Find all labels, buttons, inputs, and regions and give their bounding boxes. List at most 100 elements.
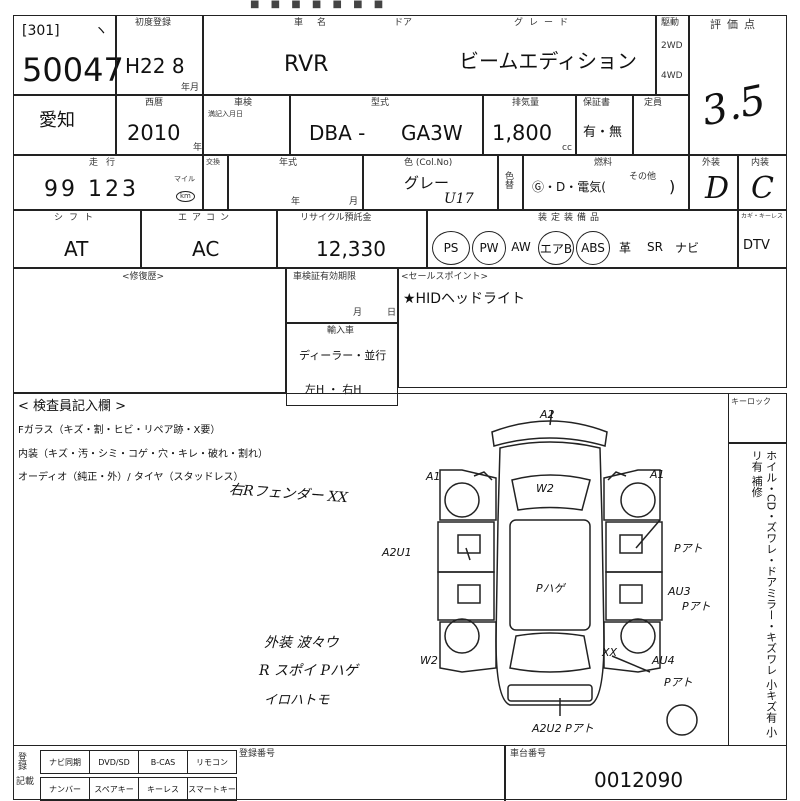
first-reg-label: 初度登録 [135, 18, 172, 28]
equipment-label: 装定装備品 [538, 213, 604, 223]
interior-label: 内装 [751, 158, 770, 168]
score-value: 3.5 [697, 76, 770, 136]
equipment-item: ABS [576, 231, 610, 265]
fuel-options: Ⓖ・D・電気( [532, 180, 606, 194]
recycle-label: リサイクル預託金 [300, 213, 372, 223]
import-label: 輸入車 [327, 326, 355, 336]
footer-item: キーレス [138, 777, 188, 801]
model-label: 型式 [371, 98, 390, 108]
handwritten-note-3: イロハトモ [264, 693, 330, 708]
footer-item: スペアキー [89, 777, 139, 801]
inspection-valid-box: 車検証有効期限 月 日 [286, 268, 398, 323]
year-value: 2010 [127, 121, 181, 145]
recycle-value: 12,330 [316, 237, 386, 261]
registration-date-box: 年式 年 月 [228, 155, 363, 210]
pref-value: 愛知 [39, 110, 75, 131]
mileage-box: 走行 99 123 マイル km [13, 155, 203, 210]
reuse-label: 年式 [279, 158, 298, 168]
sales-point-box: <セールスポイント> ★HIDヘッドライト [398, 268, 787, 388]
side-notes-box: ホイル・CD・ズワレ・ドアミラー・キズワレ 小キズ有 小リ有 補修 [728, 443, 787, 745]
keyless-label: カギ・キーレス [741, 213, 784, 220]
lot-box: [301] ヽ 50047 [13, 15, 124, 95]
lot-number: 50047 [22, 51, 124, 89]
inspector-line-3: オーディオ（純正・外）/ タイヤ（スタッドレス） [18, 472, 244, 483]
mileage-value: 99 123 [44, 177, 139, 202]
equipment-item: SR [647, 240, 663, 254]
ac-value: AC [192, 237, 220, 261]
inspection-valid-month: 月 [353, 308, 363, 318]
inspector-line-2: 内装（キズ・汚・シミ・コゲ・穴・キレ・破れ・割れ） [18, 449, 268, 460]
footer-item: DVD/SD [89, 750, 139, 774]
displacement-box: 排気量 1,800 cc [483, 95, 576, 155]
inspector-title: < 検査員記入欄 > [18, 399, 127, 414]
car-name-box: 車名 ドア グレード RVR ビームエディション [203, 15, 656, 95]
inspector-note: 右Rフェンダー XX [228, 481, 349, 507]
drive-4wd: 4WD [661, 71, 683, 81]
shift-value: AT [64, 237, 89, 261]
footer-label-1: 登録 [16, 752, 26, 770]
doors-label: ドア [394, 18, 413, 28]
registration-number-label: 登録番号 [239, 749, 276, 759]
reg-month: 月 [349, 197, 359, 207]
keyless-box: カギ・キーレス DTV [738, 210, 787, 268]
inspector-line-1: Fガラス（キズ・割・ヒビ・リペア跡・X要） [18, 425, 221, 436]
handwritten-note-2: R スポイ Pハゲ [259, 663, 358, 679]
displacement-label: 排気量 [512, 98, 540, 108]
model-prefix: DBA - [309, 121, 366, 145]
mileage-km: km [176, 191, 195, 202]
color-box: 色 (Col.No) グレー U17 [363, 155, 498, 210]
ac-box: エアコン AC [141, 210, 277, 268]
equipment-item: ナビ [674, 240, 699, 255]
reg-year: 年 [291, 197, 301, 207]
inspection-sub: 満記入月日 [208, 110, 243, 118]
mileage-mile: マイル [174, 175, 195, 183]
header-artifact: ■ ■ ■ ■ ■ ■ ■ [250, 0, 388, 10]
model-box: 型式 DBA - GA3W [290, 95, 483, 155]
drive-label: 駆動 [661, 18, 680, 28]
exterior-label: 外装 [702, 158, 721, 168]
equipment-item: PS [432, 231, 470, 265]
footer-divider [504, 746, 506, 801]
lot-tick: ヽ [94, 23, 108, 39]
footer-item: スマートキー [187, 777, 237, 801]
inspector-area: < 検査員記入欄 > Fガラス（キズ・割・ヒビ・リペア跡・X要） 内装（キズ・汚… [13, 393, 728, 745]
car-name-label: 車名 [294, 18, 341, 28]
equipment-item: PW [472, 231, 506, 265]
drive-2wd: 2WD [661, 41, 683, 51]
inspection-label: 車検 [234, 98, 253, 108]
sales-point-value: ★HIDヘッドライト [403, 291, 525, 307]
color-change-label: 色替 [503, 171, 513, 189]
color-change-box: 色替 [498, 155, 523, 210]
keylock-label: キーロック [731, 397, 771, 406]
interior-box: 内装 C [738, 155, 787, 210]
interior-value: C [751, 171, 774, 206]
drive-box: 駆動 2WD 4WD [656, 15, 689, 95]
year-unit: 年 [193, 143, 203, 153]
color-label: 色 (Col.No) [404, 158, 453, 168]
repair-history-label: <修復歴> [122, 272, 165, 282]
dealer-options: ディーラー・並行 [299, 349, 387, 362]
color-value: グレー [404, 174, 450, 192]
score-label: 評価点 [710, 18, 761, 31]
recycle-box: リサイクル預託金 12,330 [277, 210, 427, 268]
score-box: 評価点 3.5 [689, 15, 787, 155]
repair-history-box: <修復歴> [13, 268, 286, 393]
chassis-number: 0012090 [594, 768, 684, 792]
grade-label: グレード [514, 18, 575, 28]
equipment-item: 革 [618, 240, 631, 255]
equipment-dtv: DTV [743, 238, 770, 253]
equipment-item: AW [511, 240, 531, 254]
handle-options: 左H ・ 右H [305, 383, 362, 396]
lot-bracket: [301] [22, 23, 60, 39]
footer-label-2: 記載 [16, 777, 35, 787]
footer-item: B-CAS [138, 750, 188, 774]
pref-box: 愛知 [13, 95, 116, 155]
footer-item: ナビ同期 [40, 750, 90, 774]
mileage-label: 走行 [89, 158, 124, 168]
meter-label: 交換 [206, 158, 220, 166]
capacity-label: 定員 [644, 98, 663, 108]
cc-unit: cc [562, 143, 572, 153]
inspection-box: 車検 満記入月日 [203, 95, 290, 155]
warranty-label: 保証書 [583, 98, 611, 108]
